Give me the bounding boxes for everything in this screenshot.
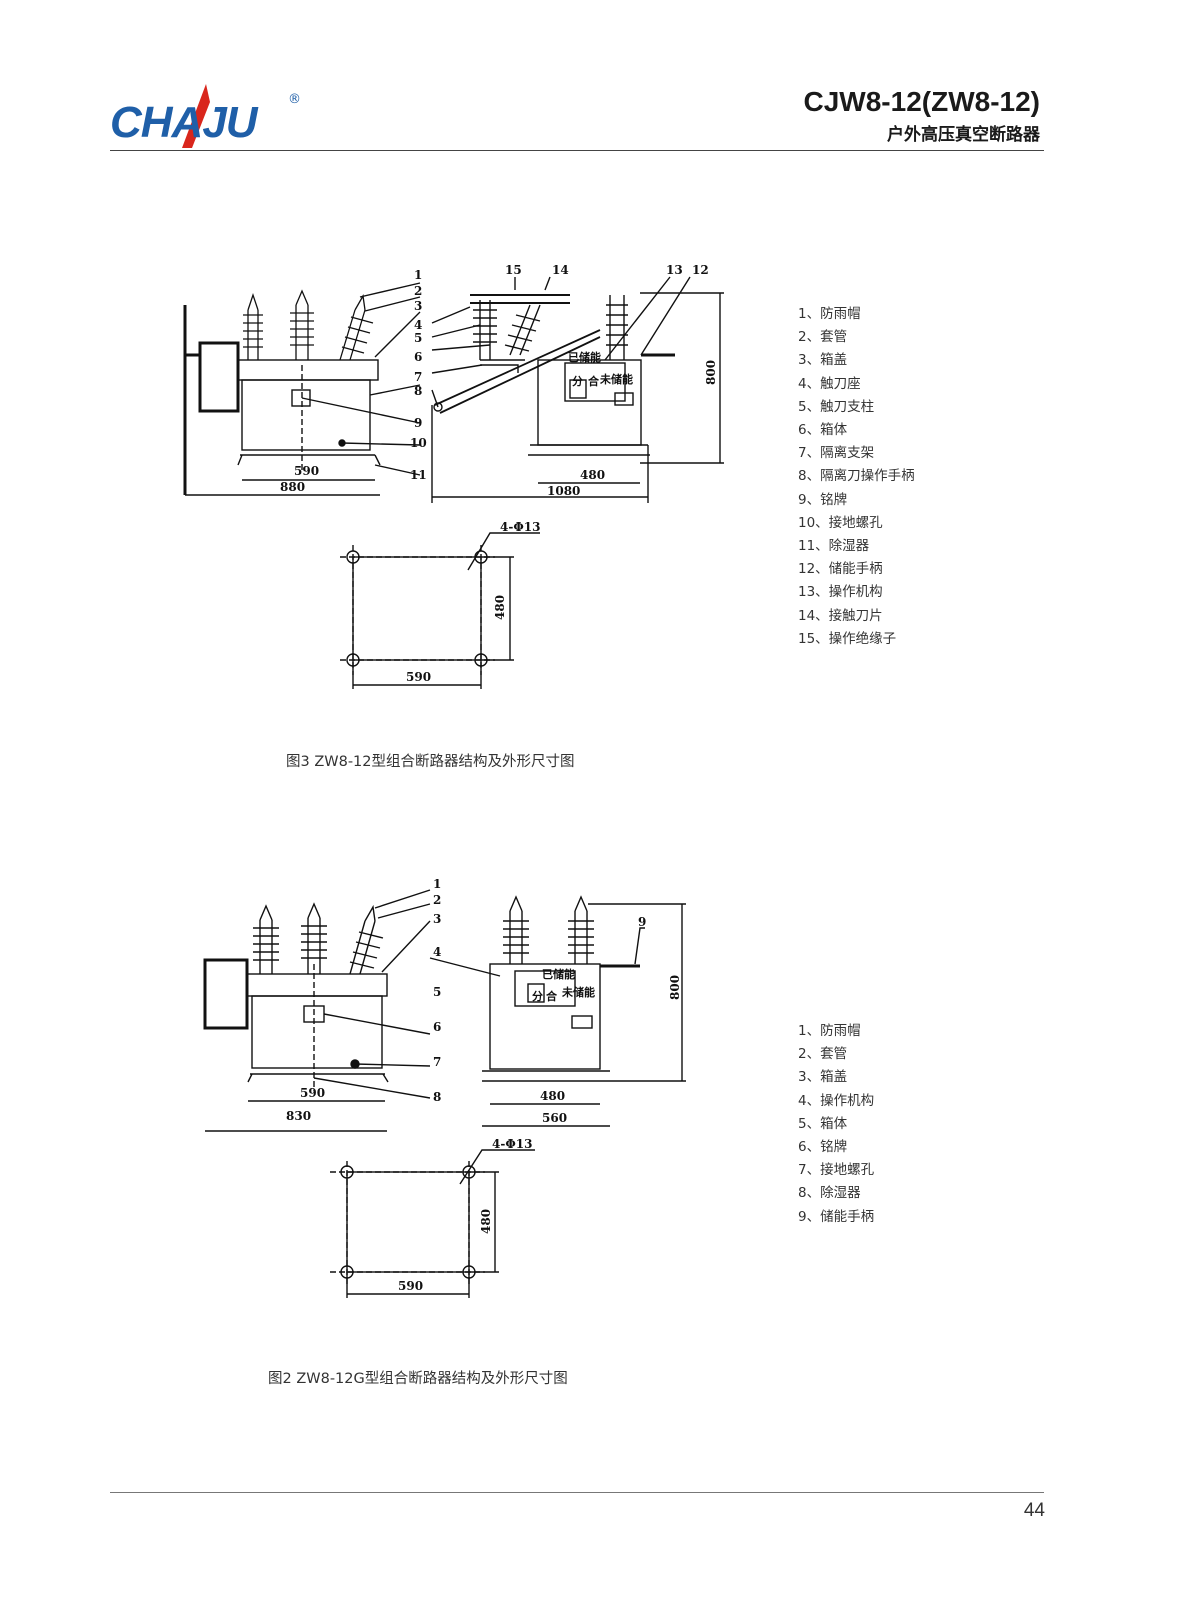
- legend-item: 12、储能手柄: [798, 561, 883, 578]
- fig2-callout-8: 8: [433, 1090, 441, 1104]
- legend-item: 7、接地螺孔: [798, 1162, 875, 1179]
- footer-divider: [110, 1492, 1044, 1493]
- fig3-panel-stored: 已储能: [568, 350, 601, 364]
- figure2-drawing: 830 590 480 560 800 4-Φ13 480 590 已储能 分 …: [200, 876, 720, 1306]
- figure3-drawing: 880 590 1080 480 800 4-Φ13 480 590 已储能 分…: [170, 255, 740, 705]
- fig3-callout-15: 15: [505, 263, 522, 277]
- logo-text: CHAJU: [110, 98, 258, 147]
- legend-item: 8、隔离刀操作手柄: [798, 468, 915, 485]
- fig3-callout-10: 10: [410, 436, 427, 450]
- fig3-dim-800: 800: [704, 360, 718, 385]
- legend-item: 8、除湿器: [798, 1185, 861, 1202]
- legend-item: 9、铭牌: [798, 491, 848, 508]
- fig3-callout-4: 4: [414, 318, 422, 332]
- fig2-panel-close: 合: [546, 989, 558, 1003]
- fig3-dim-480: 480: [580, 468, 605, 482]
- fig2-panel-open: 分: [532, 989, 543, 1003]
- fig2-callout-5: 5: [433, 985, 441, 999]
- fig3-callout-6: 6: [414, 350, 422, 364]
- fig3-dim-1080: 1080: [547, 484, 580, 498]
- fig2-plate-480: 480: [479, 1209, 493, 1234]
- header-divider: [110, 150, 1044, 151]
- legend-item: 2、套管: [798, 329, 848, 346]
- fig2-dim-590: 590: [300, 1086, 325, 1100]
- fig2-dim-830: 830: [286, 1109, 311, 1123]
- fig3-panel-not-stored: 未储能: [599, 372, 633, 386]
- legend-item: 6、箱体: [798, 422, 848, 439]
- product-subtitle: 户外高压真空断路器: [887, 125, 1040, 145]
- legend-item: 7、隔离支架: [798, 445, 875, 462]
- fig2-callout-9: 9: [638, 915, 646, 929]
- fig3-dim-590: 590: [294, 464, 319, 478]
- registered-mark: ®: [288, 92, 301, 107]
- fig3-callout-7: 7: [414, 370, 422, 384]
- legend-item: 9、储能手柄: [798, 1208, 875, 1225]
- legend-item: 6、铭牌: [798, 1139, 848, 1156]
- fig3-panel-close: 合: [588, 374, 600, 388]
- legend-item: 5、触刀支柱: [798, 398, 875, 415]
- fig3-dim-880: 880: [280, 480, 305, 494]
- legend-item: 3、箱盖: [798, 1069, 848, 1086]
- legend-item: 2、套管: [798, 1046, 848, 1063]
- fig2-dim-480: 480: [540, 1089, 565, 1103]
- fig3-plate-590: 590: [406, 670, 431, 684]
- fig2-panel-not-stored: 未储能: [561, 985, 595, 999]
- fig3-callout-14: 14: [552, 263, 569, 277]
- legend-item: 14、接触刀片: [798, 607, 883, 624]
- legend-item: 1、防雨帽: [798, 1023, 861, 1039]
- fig2-callout-6: 6: [433, 1020, 441, 1034]
- fig2-panel-stored: 已储能: [542, 967, 575, 981]
- fig2-callout-2: 2: [433, 893, 441, 907]
- legend-item: 15、操作绝缘子: [798, 630, 897, 647]
- logo-mark-icon: [182, 84, 210, 148]
- page-number: 44: [1023, 1500, 1045, 1521]
- figure2-legend: 1、防雨帽 2、套管 3、箱盖 4、操作机构 5、箱体 6、铭牌 7、接地螺孔 …: [798, 1020, 874, 1229]
- legend-item: 4、触刀座: [798, 375, 861, 392]
- fig2-dim-560: 560: [542, 1111, 567, 1125]
- fig3-callout-8: 8: [414, 384, 422, 398]
- fig2-callout-1: 1: [433, 877, 441, 891]
- legend-item: 13、操作机构: [798, 584, 883, 601]
- figure3-caption: 图3 ZW8-12型组合断路器结构及外形尺寸图: [286, 754, 575, 770]
- legend-item: 10、接地螺孔: [798, 514, 883, 531]
- fig2-callout-3: 3: [433, 912, 441, 926]
- fig3-callout-5: 5: [414, 331, 422, 345]
- fig2-callout-4: 4: [433, 945, 441, 959]
- legend-item: 3、箱盖: [798, 352, 848, 369]
- fig2-dim-800: 800: [668, 975, 682, 1000]
- legend-item: 1、防雨帽: [798, 306, 861, 322]
- fig3-callout-3: 3: [414, 299, 422, 313]
- fig3-callout-2: 2: [414, 284, 422, 298]
- fig2-callout-7: 7: [433, 1055, 441, 1069]
- figure3-legend: 1、防雨帽 2、套管 3、箱盖 4、触刀座 5、触刀支柱 6、箱体 7、隔离支架…: [798, 303, 915, 651]
- fig3-callout-11: 11: [410, 468, 427, 482]
- fig3-callout-1: 1: [414, 268, 422, 282]
- fig3-callout-12: 12: [692, 263, 709, 277]
- product-model: CJW8-12(ZW8-12): [803, 86, 1040, 117]
- fig3-plate-480: 480: [493, 595, 507, 620]
- fig3-callout-9: 9: [414, 416, 422, 430]
- legend-item: 5、箱体: [798, 1115, 848, 1132]
- fig2-hole-spec: 4-Φ13: [492, 1137, 532, 1151]
- figure2-caption: 图2 ZW8-12G型组合断路器结构及外形尺寸图: [268, 1371, 568, 1387]
- fig3-callout-13: 13: [666, 263, 683, 277]
- legend-item: 4、操作机构: [798, 1092, 875, 1109]
- fig3-panel-open: 分: [572, 374, 583, 388]
- brand-logo: CHAJU ®: [110, 78, 310, 150]
- legend-item: 11、除湿器: [798, 538, 870, 555]
- fig2-plate-590: 590: [398, 1279, 423, 1293]
- fig3-hole-spec: 4-Φ13: [500, 520, 540, 534]
